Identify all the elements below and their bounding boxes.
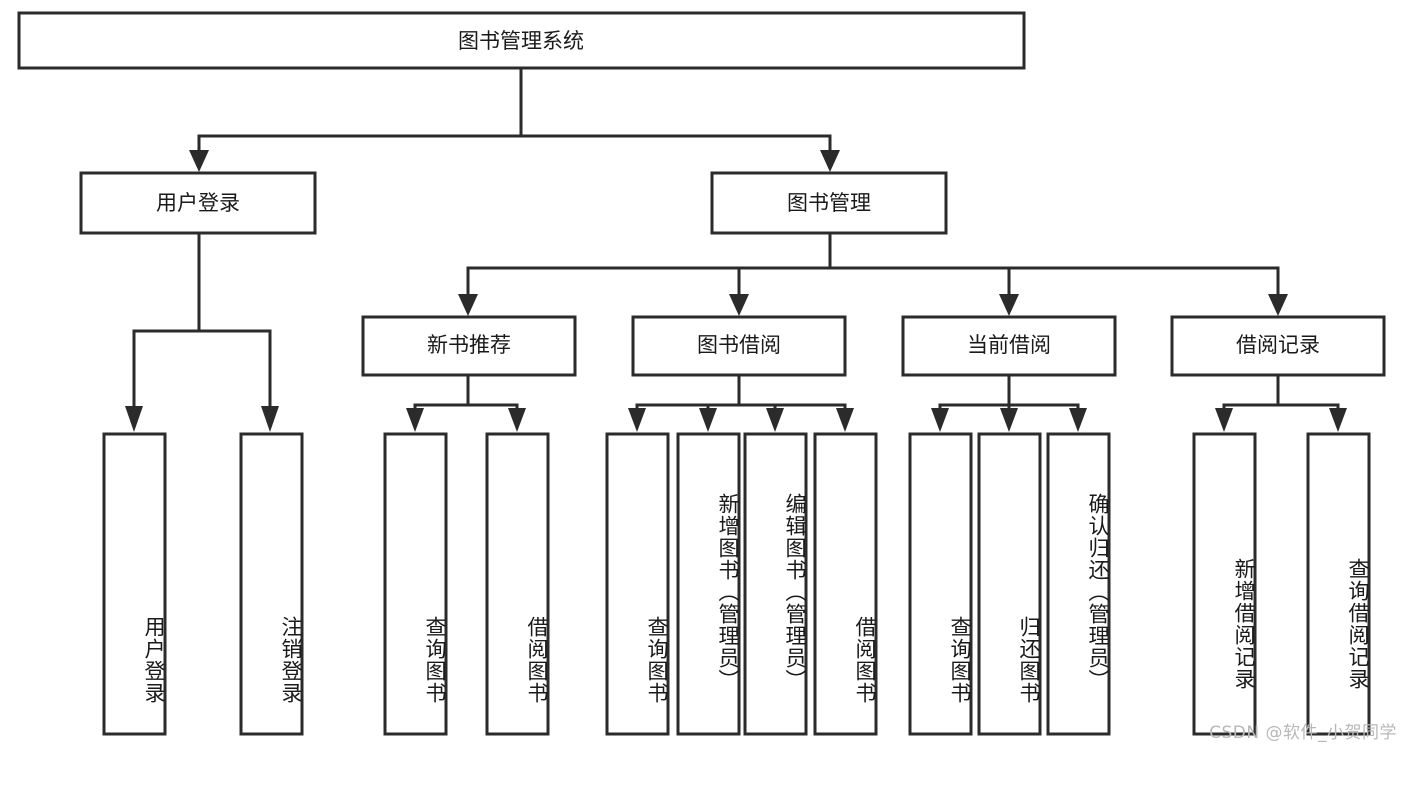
node-leaf-add-book-box[interactable] (676, 432, 741, 736)
node-leaf-query-record-box[interactable] (1306, 432, 1371, 736)
arrow-to-leaf-query-book-2 (628, 408, 646, 432)
node-borrow-record-box[interactable] (1170, 315, 1386, 377)
arrow-to-leaf-confirm-return (1069, 408, 1087, 432)
arrow-to-book-borrow (729, 294, 749, 316)
node-leaf-user-logout-box[interactable] (239, 432, 304, 736)
node-book-borrow-box[interactable] (631, 315, 847, 377)
node-leaf-user-login-box[interactable] (102, 432, 167, 736)
org-chart-diagram: 图书管理系统 用户登录 图书管理 新书推荐 图书借阅 当前借阅 借阅记录 (17, 11, 1397, 743)
arrow-to-leaf-add-record (1215, 408, 1233, 432)
node-leaf-borrow-book-1-box[interactable] (485, 432, 550, 736)
node-leaf-confirm-return-box[interactable] (1046, 432, 1111, 736)
node-root-label: 图书管理系统 (458, 29, 584, 53)
node-new-book-recommend-box[interactable] (361, 315, 577, 377)
node-user-login-label: 用户登录 (156, 191, 240, 215)
node-leaf-borrow-book-2-box[interactable] (813, 432, 878, 736)
node-leaf-query-book-1-box[interactable] (383, 432, 448, 736)
node-leaf-query-book-3-box[interactable] (908, 432, 973, 736)
arrow-to-leaf-user-login (125, 406, 143, 432)
node-root[interactable]: 图书管理系统 (17, 11, 1026, 70)
arrow-to-new-book-recommend (458, 294, 478, 316)
csdn-watermark: CSDN @软件_小贺同学 (1209, 723, 1397, 743)
node-current-borrow[interactable]: 当前借阅 (901, 315, 1117, 377)
arrow-to-leaf-borrow-book-2 (836, 408, 854, 432)
node-book-borrow[interactable]: 图书借阅 (631, 315, 847, 377)
node-book-borrow-label: 图书借阅 (697, 333, 781, 357)
arrow-to-leaf-query-book-1 (406, 408, 424, 432)
arrow-to-current-borrow (999, 294, 1019, 316)
arrow-to-user-login (189, 150, 209, 172)
node-new-book-recommend-label: 新书推荐 (427, 333, 511, 357)
node-borrow-record[interactable]: 借阅记录 (1170, 315, 1386, 377)
node-leaf-add-record-box[interactable] (1192, 432, 1257, 736)
node-user-login-box[interactable] (79, 171, 317, 235)
diagram-canvas: 图书管理系统 用户登录 图书管理 新书推荐 图书借阅 当前借阅 借阅记录 (17, 11, 1386, 736)
arrow-to-leaf-query-record (1329, 408, 1347, 432)
arrow-to-book-management (820, 150, 840, 172)
node-leaf-edit-book-box[interactable] (743, 432, 808, 736)
node-user-login[interactable]: 用户登录 (79, 171, 317, 235)
arrow-to-leaf-user-logout (261, 406, 279, 432)
node-leaf-query-book-2-box[interactable] (605, 432, 670, 736)
connector-layer (125, 66, 1347, 432)
node-new-book-recommend[interactable]: 新书推荐 (361, 315, 577, 377)
node-book-management[interactable]: 图书管理 (710, 171, 948, 235)
node-book-management-box[interactable] (710, 171, 948, 235)
node-current-borrow-box[interactable] (901, 315, 1117, 377)
arrow-to-leaf-edit-book (766, 408, 784, 432)
arrow-to-leaf-borrow-book-1 (508, 408, 526, 432)
arrow-to-leaf-query-book-3 (931, 408, 949, 432)
node-current-borrow-label: 当前借阅 (967, 333, 1051, 357)
arrow-to-borrow-record (1268, 294, 1288, 316)
node-borrow-record-label: 借阅记录 (1236, 333, 1320, 357)
node-book-management-label: 图书管理 (787, 191, 871, 215)
node-leaf-return-book-box[interactable] (977, 432, 1042, 736)
arrow-to-leaf-add-book (699, 408, 717, 432)
arrow-to-leaf-return-book (1000, 408, 1018, 432)
node-root-box[interactable] (17, 11, 1026, 70)
